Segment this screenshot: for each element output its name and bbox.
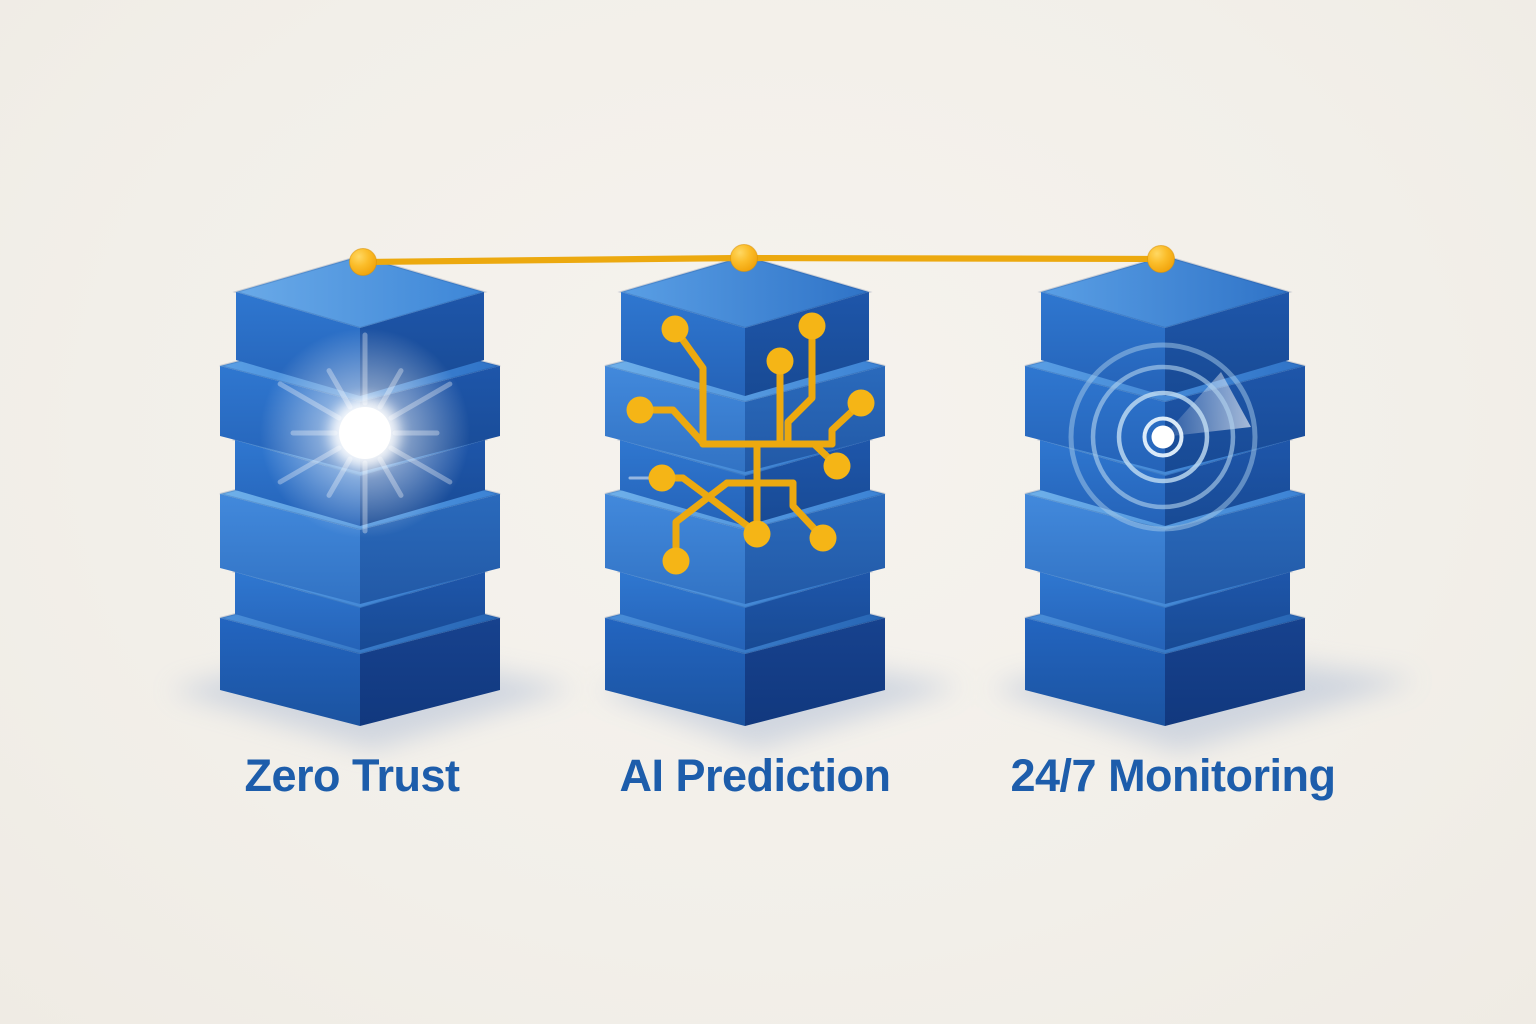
pillar-label-monitoring: 24/7 Monitoring [1010, 750, 1335, 801]
pillar-zero-trust [219, 254, 501, 726]
light-burst-icon [260, 328, 470, 538]
pillar-label-zero-trust: Zero Trust [244, 750, 460, 801]
pillar-monitoring [1024, 254, 1306, 726]
circuit-icon [626, 312, 875, 575]
pillar-ai-prediction [604, 254, 886, 726]
connector [349, 244, 1175, 276]
connector-dot [730, 244, 758, 272]
pillar-label-ai-prediction: AI Prediction [619, 750, 890, 801]
radar-icon [1068, 342, 1258, 532]
connector-dot [349, 248, 377, 276]
labels: Zero Trust AI Prediction 24/7 Monitoring [244, 750, 1336, 801]
connector-dot [1147, 245, 1175, 273]
pillar-block [1037, 254, 1293, 396]
